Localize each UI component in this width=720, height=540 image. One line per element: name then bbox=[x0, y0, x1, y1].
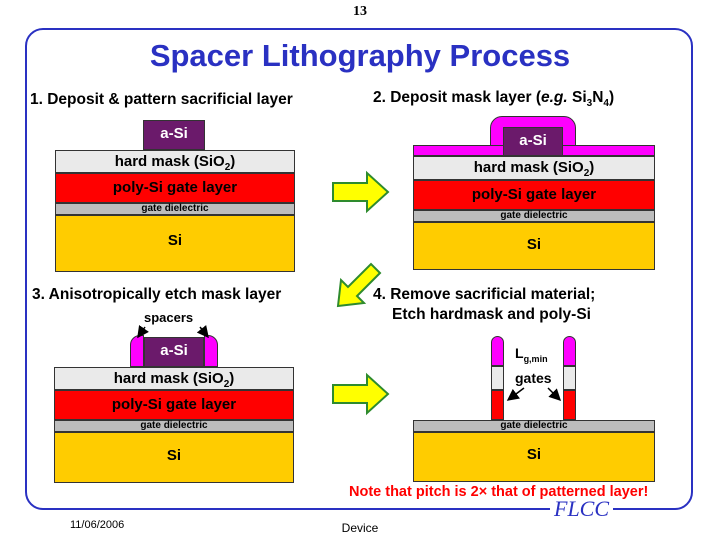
dielectric-layer: gate dielectric bbox=[55, 203, 295, 215]
gate-left-hardmask bbox=[491, 366, 504, 390]
asi-block: a-Si bbox=[143, 120, 205, 150]
slide-frame bbox=[25, 28, 693, 510]
hardmask-sub: 2 bbox=[224, 162, 231, 173]
hardmask-close: ) bbox=[589, 159, 595, 176]
gate-left-mask bbox=[491, 336, 504, 366]
spacers-pointer-left bbox=[137, 324, 149, 339]
si-substrate: Si bbox=[55, 215, 295, 272]
page-number: 13 bbox=[353, 4, 367, 19]
spacer-right bbox=[204, 335, 218, 367]
hardmask-text: hard mask (SiO bbox=[473, 159, 584, 176]
dielectric-layer: gate dielectric bbox=[413, 210, 655, 222]
diagram-step-3: a-Si hard mask (SiO2) poly-Si gate layer… bbox=[54, 335, 294, 483]
gate-right-hardmask bbox=[563, 366, 576, 390]
slide-title: Spacer Lithography Process bbox=[149, 38, 571, 73]
dielectric-layer: gate dielectric bbox=[54, 420, 294, 432]
step-2-eg: e.g. bbox=[541, 89, 568, 106]
si-substrate: Si bbox=[413, 222, 655, 270]
step-3-label: 3. Anisotropically etch mask layer bbox=[32, 286, 282, 303]
step-2-sub4: 4 bbox=[603, 98, 609, 110]
hardmask-text: hard mask (SiO bbox=[114, 153, 225, 170]
lgmin-label: Lg,min bbox=[515, 345, 548, 364]
hardmask-text: hard mask (SiO bbox=[113, 370, 224, 387]
gates-pointer-right bbox=[547, 387, 562, 402]
step-4-label-line2: Etch hardmask and poly-Si bbox=[392, 306, 591, 323]
gates-pointer-left bbox=[506, 387, 525, 401]
gate-left-poly bbox=[491, 390, 504, 420]
hardmask-layer: hard mask (SiO2) bbox=[413, 156, 655, 180]
footer-date: 11/06/2006 bbox=[70, 519, 125, 531]
asi-block: a-Si bbox=[144, 337, 204, 367]
step-2-label: 2. Deposit mask layer (e.g. Si3N4) bbox=[373, 87, 614, 114]
diagram-step-1: a-Si hard mask (SiO2) poly-Si gate layer… bbox=[55, 120, 295, 272]
gates-label: gates bbox=[515, 370, 552, 386]
spacers-label: spacers bbox=[144, 310, 194, 325]
poly-layer: poly-Si gate layer bbox=[54, 390, 294, 420]
si-substrate: Si bbox=[54, 432, 294, 483]
spacers-pointer-right bbox=[196, 325, 209, 339]
footer-device: Device bbox=[341, 521, 379, 535]
lg-sub: g,min bbox=[523, 353, 548, 364]
diagram-step-4: gate dielectric Si bbox=[413, 336, 655, 482]
step-2-close: ) bbox=[608, 89, 615, 106]
hardmask-close: ) bbox=[230, 153, 236, 170]
poly-layer: poly-Si gate layer bbox=[413, 180, 655, 210]
poly-layer: poly-Si gate layer bbox=[55, 173, 295, 203]
hardmask-sub: 2 bbox=[583, 168, 590, 179]
asi-block: a-Si bbox=[503, 127, 563, 156]
hardmask-layer: hard mask (SiO2) bbox=[55, 150, 295, 173]
si-substrate: Si bbox=[413, 432, 655, 482]
step-1-label: 1. Deposit & pattern sacrificial layer bbox=[30, 91, 293, 108]
gate-right-mask bbox=[563, 336, 576, 366]
spacer-left bbox=[130, 335, 144, 367]
step-2-si: Si bbox=[567, 89, 587, 106]
arrow-step2-to-step3 bbox=[336, 262, 382, 308]
dielectric-layer: gate dielectric bbox=[413, 420, 655, 432]
step-4-label-line1: 4. Remove sacrificial material; bbox=[373, 286, 596, 303]
step-2-sub3: 3 bbox=[586, 98, 593, 110]
step-2-n: N bbox=[592, 89, 604, 106]
arrow-step3-to-step4 bbox=[332, 372, 390, 416]
hardmask-layer: hard mask (SiO2) bbox=[54, 367, 294, 390]
diagram-step-2: a-Si hard mask (SiO2) poly-Si gate layer… bbox=[413, 116, 655, 270]
hardmask-close: ) bbox=[229, 370, 235, 387]
flcc-logo: FLCC bbox=[550, 496, 614, 522]
arrow-step1-to-step2 bbox=[332, 170, 390, 214]
lg-text: L bbox=[515, 345, 524, 361]
gate-right-poly bbox=[563, 390, 576, 420]
hardmask-sub: 2 bbox=[223, 379, 230, 390]
step-2-text: 2. Deposit mask layer ( bbox=[373, 89, 541, 106]
